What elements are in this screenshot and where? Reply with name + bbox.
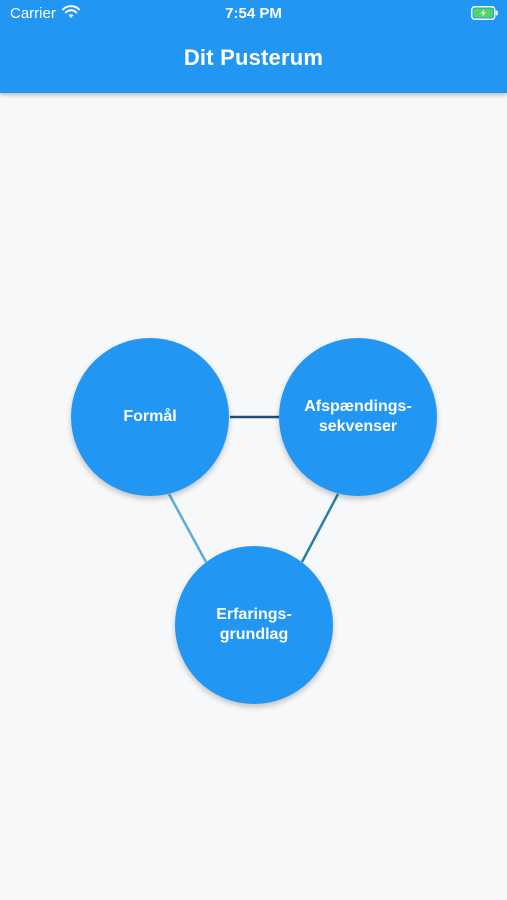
edge-formaal-erfaring <box>167 493 208 563</box>
status-time: 7:54 PM <box>225 5 282 22</box>
wifi-icon <box>62 5 80 23</box>
node-erfaringsgrundlag-label: Erfarings- grundlag <box>216 606 292 643</box>
node-formaal[interactable]: Formål <box>71 338 229 496</box>
node-afspaendingssekvenser[interactable]: Afspændings- sekvenser <box>279 338 437 496</box>
carrier-label: Carrier <box>10 5 56 22</box>
node-erfaringsgrundlag[interactable]: Erfarings- grundlag <box>175 546 333 704</box>
status-bar: Carrier 7:54 PM <box>0 0 507 28</box>
page-title: Dit Pusterum <box>183 45 324 70</box>
edge-afspaending-erfaring <box>300 493 340 563</box>
node-formaal-label: Formål <box>123 408 177 425</box>
battery-charging-icon <box>471 6 499 24</box>
app-bar: Carrier 7:54 PM Dit Pusterum <box>0 0 507 93</box>
node-afspaendingssekvenser-label: Afspændings- sekvenser <box>304 398 412 435</box>
